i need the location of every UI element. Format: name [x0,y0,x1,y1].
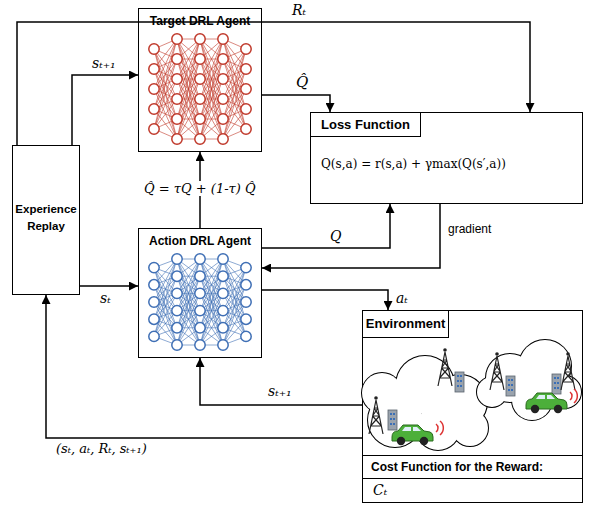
agent-heading: Target DRL Agent [139,14,261,28]
connector [262,204,440,268]
target-agent-box: Target DRL Agent [138,8,262,152]
connector [80,285,138,287]
connector [262,290,388,310]
connector [72,75,138,145]
action-agent-box: Action DRL Agent [138,228,262,358]
loss-function-box: Loss FunctionQ(s,a) = r(s,a) + γmax(Q(s′… [310,112,583,204]
connector [200,358,362,405]
agent-heading: Action DRL Agent [139,234,261,248]
edge-label: sₜ [100,290,111,306]
edge-label: Rₜ [292,2,306,18]
edge-label: aₜ [396,290,408,306]
cost-function-label: Cost Function for the Reward: [363,455,582,478]
connector [262,204,390,248]
box-heading: Environment [363,311,448,336]
edge-label: Q [330,228,341,244]
edge-label: sₜ₊₁ [268,383,292,399]
experience-replay-box: Experience Replay [12,145,80,295]
box-heading: Experience Replay [13,201,79,235]
edge-label: Q̂ [296,73,308,91]
box-heading: Loss Function [311,113,421,137]
connector [262,95,330,112]
edge-label: sₜ₊₁ [92,55,116,71]
edge-label: (sₜ, aₜ, Rₜ, sₜ₊₁) [56,441,147,456]
environment-box: Cost Function for the Reward:Cₜ Environme… [362,310,583,503]
formula: Q(s,a) = r(s,a) + γmax(Q(s′,a)) [321,157,578,171]
edge-label: Q̂ = τQ + (1-τ) Q̂ [142,181,258,196]
environment-tab: Environment [363,311,449,338]
edge-label: gradient [448,222,491,236]
cost-symbol: Cₜ [363,478,582,501]
